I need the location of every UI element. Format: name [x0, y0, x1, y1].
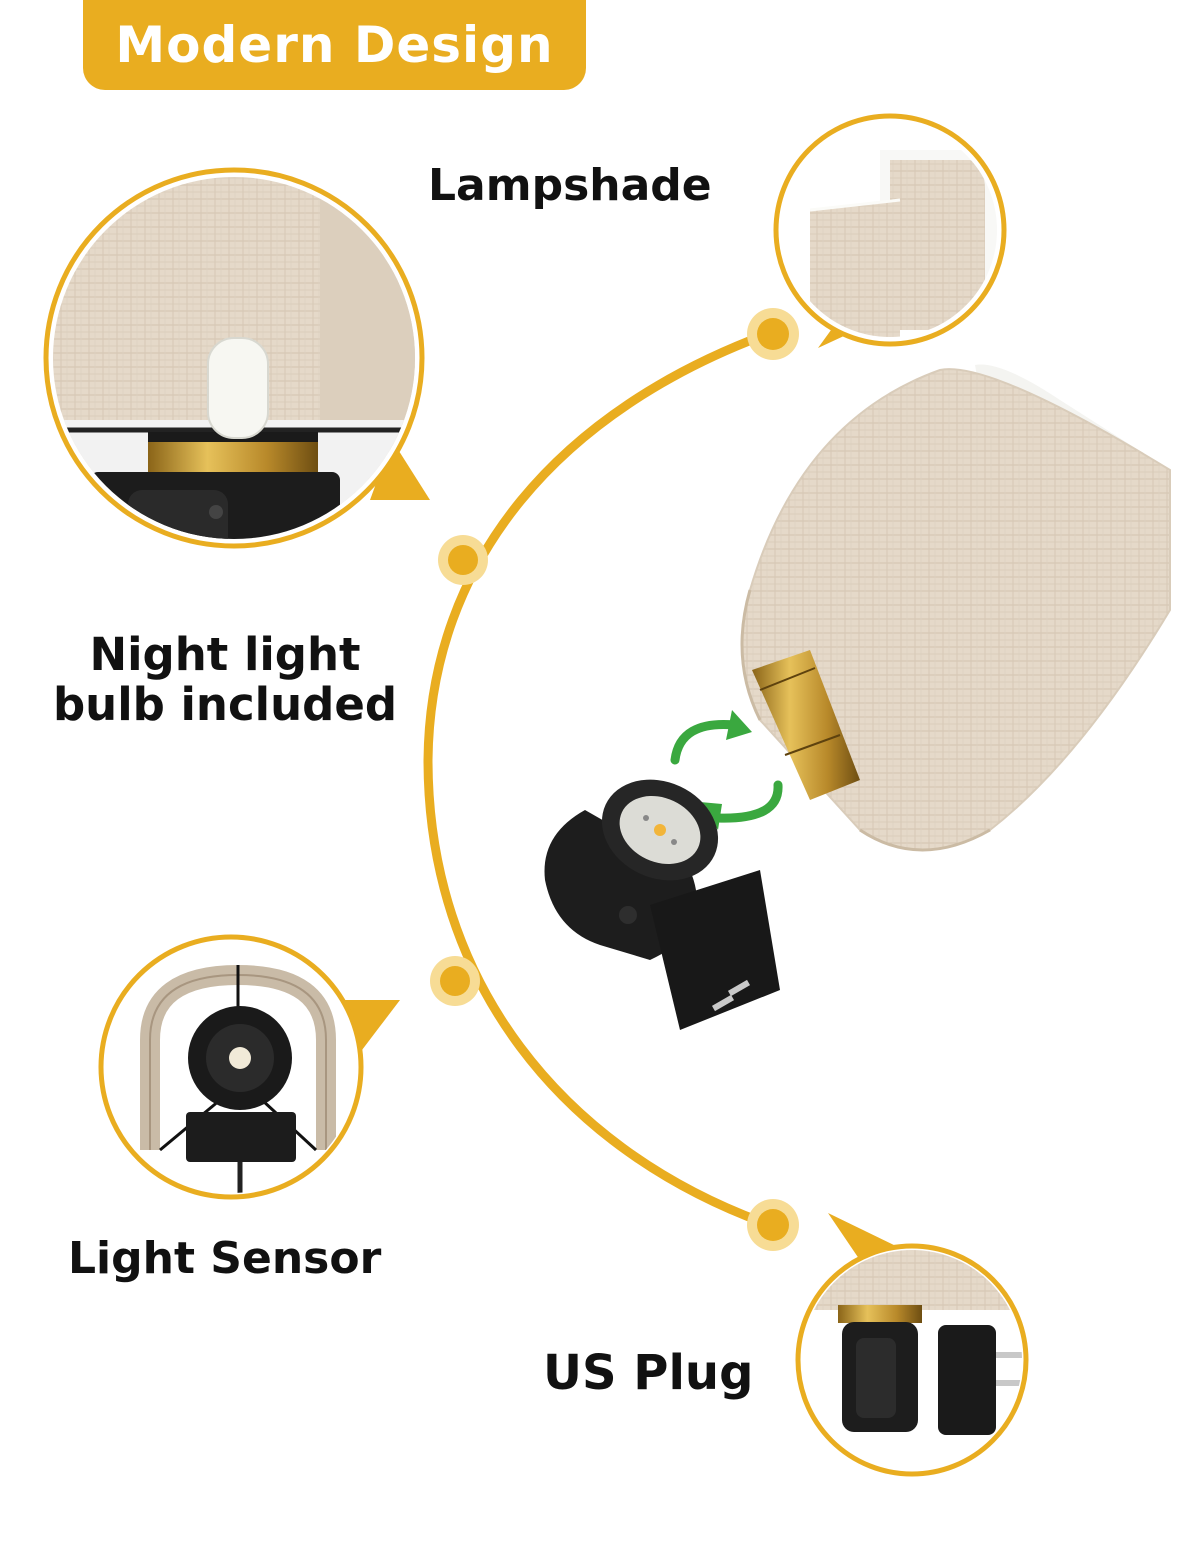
- arc-node-us-plug: [747, 1199, 799, 1251]
- callout-lampshade: [773, 113, 1007, 348]
- label-lampshade: Lampshade: [428, 160, 712, 211]
- label-us-plug: US Plug: [543, 1345, 754, 1401]
- label-night-light-line2: bulb included: [52, 678, 398, 731]
- connector-arc: [423, 328, 775, 1230]
- modern-design-banner: Modern Design: [83, 0, 586, 90]
- arc-node-night-light: [438, 535, 488, 585]
- label-light-sensor: Light Sensor: [68, 1233, 382, 1284]
- callout-night-light-bulb: [43, 167, 430, 549]
- arc-node-lampshade: [747, 308, 799, 360]
- callout-us-plug: [795, 1213, 1029, 1477]
- banner-title: Modern Design: [115, 16, 554, 74]
- night-light-base-illustration: [544, 779, 780, 1030]
- lampshade-illustration: [740, 364, 1171, 852]
- label-night-light-bulb: Night light bulb included: [30, 630, 420, 730]
- label-night-light-line1: Night light: [89, 628, 361, 681]
- arc-node-light-sensor: [430, 956, 480, 1006]
- callout-light-sensor: [98, 934, 400, 1200]
